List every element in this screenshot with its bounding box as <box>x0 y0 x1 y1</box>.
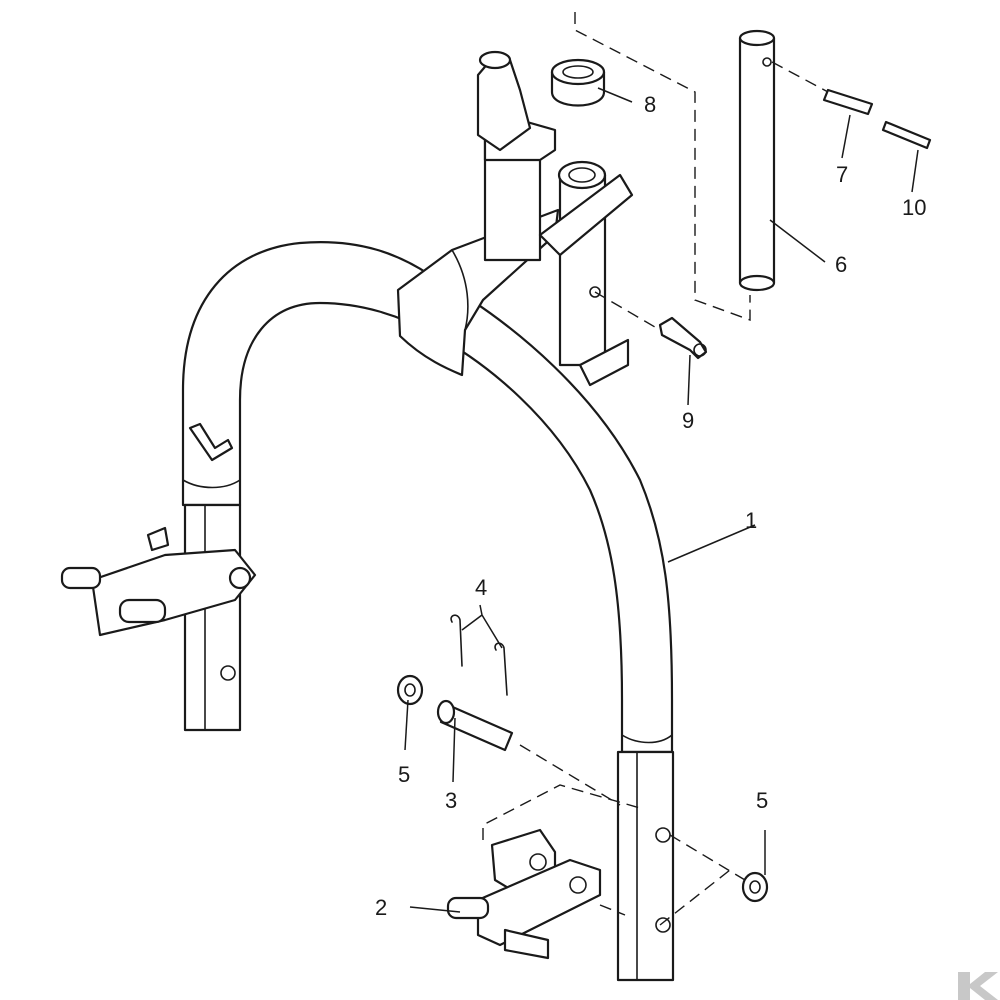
callout-labels: 1 2 3 4 5 5 6 7 8 9 10 <box>375 92 926 920</box>
callout-8: 8 <box>644 92 656 117</box>
part-2-bracket <box>446 828 602 960</box>
part-5-washer-lower <box>741 871 769 903</box>
right-leg-tube <box>616 750 675 982</box>
k-logo-icon <box>958 972 998 1000</box>
callout-2: 2 <box>375 895 387 920</box>
part-3-clevis-pin <box>436 699 514 752</box>
callout-9: 9 <box>682 408 694 433</box>
callout-5-upper: 5 <box>398 762 410 787</box>
part-10-roll-pin <box>881 120 932 150</box>
part-8-bushing <box>550 58 606 107</box>
part-5-washer-upper <box>396 674 424 706</box>
callout-3: 3 <box>445 788 457 813</box>
callout-7: 7 <box>836 162 848 187</box>
callout-4: 4 <box>475 575 487 600</box>
part-4-split-pins <box>450 614 508 696</box>
left-leg-assembly <box>60 503 257 732</box>
callout-5-lower: 5 <box>756 788 768 813</box>
part-6-pin <box>738 29 776 292</box>
steering-post <box>476 50 634 387</box>
callout-1: 1 <box>745 508 757 533</box>
callout-10: 10 <box>902 195 926 220</box>
part-7-roll-pin <box>822 88 874 116</box>
assembly-lines <box>482 12 829 926</box>
part-9-grease-nipple <box>658 316 708 360</box>
callout-6: 6 <box>835 252 847 277</box>
leader-lines <box>404 87 919 913</box>
